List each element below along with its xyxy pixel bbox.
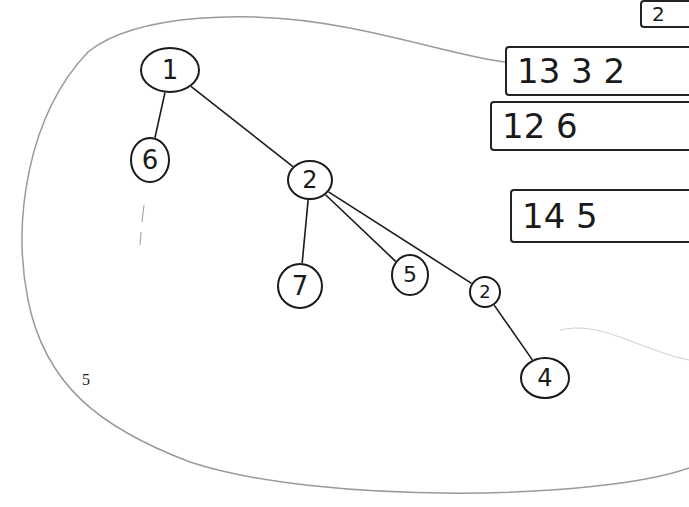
node-circle	[141, 48, 199, 92]
tree-edge	[494, 305, 532, 360]
tree-node: 6	[130, 137, 170, 183]
node-number: 5	[403, 264, 417, 286]
node-number: 12 6	[502, 109, 578, 143]
node-circle	[131, 138, 169, 182]
node-number: 2	[479, 283, 490, 301]
tree-node: 5	[391, 254, 429, 296]
pencil-stroke	[560, 328, 689, 360]
node-circle	[278, 264, 322, 308]
note-box: 13 3 2	[505, 46, 689, 96]
tree-node: 2	[287, 160, 333, 200]
tree-node: 1	[140, 47, 200, 93]
page-number: 5	[82, 372, 90, 388]
node-circle	[521, 358, 569, 398]
tree-edge	[155, 93, 165, 138]
note-box: 12 6	[490, 101, 689, 151]
tree-node: 7	[277, 263, 323, 309]
tree-edge	[191, 86, 293, 166]
node-number: 2	[302, 168, 317, 192]
node-number: 2	[652, 4, 665, 24]
note-box: 2	[640, 0, 689, 28]
node-circle	[288, 161, 332, 199]
node-number: 4	[537, 366, 552, 390]
node-circle	[392, 255, 428, 295]
node-number: 1	[162, 57, 179, 83]
node-number: 7	[292, 273, 309, 299]
note-box: 14 5	[510, 189, 689, 243]
tree-edge	[302, 200, 308, 263]
node-number: 6	[142, 147, 159, 173]
tree-node: 4	[520, 357, 570, 399]
dash-mark	[140, 205, 144, 245]
node-circle	[470, 277, 500, 307]
node-number: 13 3 2	[517, 54, 625, 88]
tree-node: 2	[469, 276, 501, 308]
node-number: 14 5	[522, 199, 598, 233]
